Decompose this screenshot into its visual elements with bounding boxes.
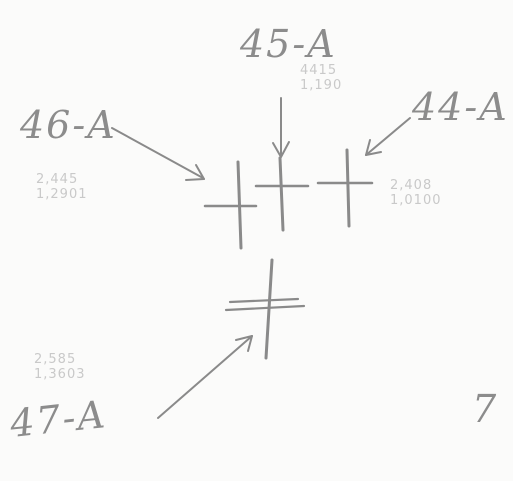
note-44-line-2: 1,0100 [390,193,442,208]
note-47: 2,585 1,3603 [34,352,86,382]
note-44-line-1: 2,408 [390,178,433,193]
cross-mark-46 [203,160,258,250]
arrow-47 [157,335,253,419]
cross-mark-45 [254,156,310,232]
arrow-45 [272,97,290,158]
label-47-a: 47-A [7,392,109,446]
label-45-a: 45-A [240,22,337,66]
note-45: 4415 1,190 [300,63,342,93]
note-46-line-1: 2,445 [36,172,79,187]
cross-mark-44 [316,148,374,228]
note-44: 2,408 1,0100 [390,178,442,208]
note-46: 2,445 1,2901 [36,172,88,202]
label-44-a: 44-A [412,85,509,129]
cross-mark-47 [224,258,306,360]
note-45-line-1: 4415 [300,63,338,78]
arrow-46 [111,127,205,181]
label-46-a: 46-A [20,103,117,147]
note-47-line-1: 2,585 [34,352,77,367]
arrow-44 [365,117,411,156]
note-46-line-2: 1,2901 [36,187,88,202]
label-edge-fragment: 7 [472,387,499,431]
note-47-line-2: 1,3603 [34,367,86,382]
note-45-line-2: 1,190 [300,78,343,93]
